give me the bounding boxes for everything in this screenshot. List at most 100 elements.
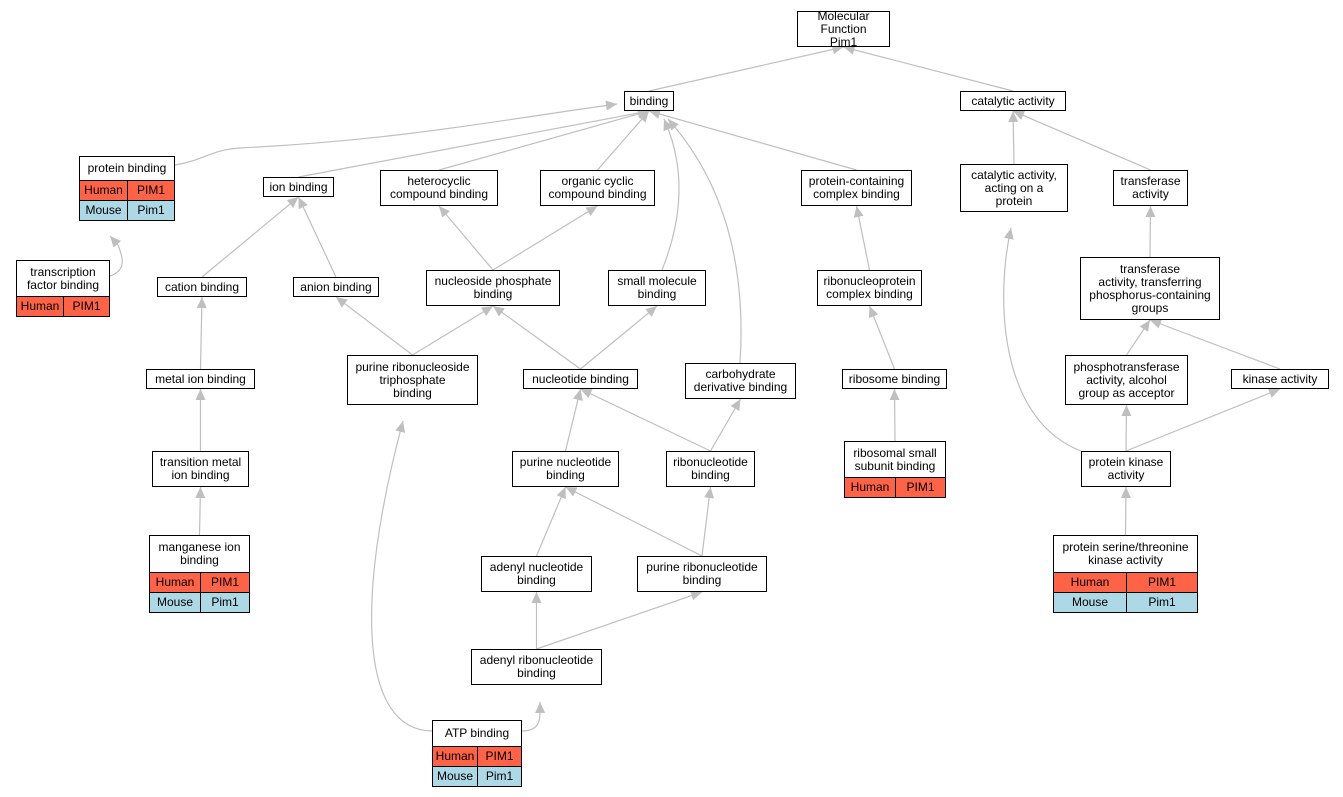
go-term-label: Molecular Function Pim1 (817, 8, 870, 49)
annotation-row-mouse: Mouse Pim1 (80, 200, 174, 220)
edge-ion-binding-to-binding (298, 110, 650, 178)
edge-heterocyclic-to-binding (438, 110, 650, 171)
edge-tf-binding-to-protein-binding (109, 235, 123, 277)
go-term-node-catalytic-protein[interactable]: catalytic activity, acting on a protein (960, 164, 1068, 212)
arrowhead-icon (1003, 228, 1014, 240)
go-term-node-binding[interactable]: binding (624, 91, 674, 111)
gene-cell: PIM1 (895, 478, 945, 497)
go-term-node-catalytic[interactable]: catalytic activity (960, 91, 1066, 111)
go-term-node-carbohydrate-deriv[interactable]: carbohydrate derivative binding (685, 363, 796, 399)
go-term-node-ion-binding[interactable]: ion binding (263, 177, 334, 197)
go-term-node-transferase-phos[interactable]: transferase activity, transferring phosp… (1080, 257, 1220, 320)
go-term-label: cation binding (164, 279, 240, 294)
gene-cell: Pim1 (1126, 593, 1197, 612)
go-term-label: ion binding (269, 179, 328, 194)
go-term-label: binding (629, 93, 669, 108)
go-term-node-kinase[interactable]: kinase activity (1231, 369, 1329, 389)
go-term-node-mf[interactable]: Molecular Function Pim1 (797, 8, 890, 49)
species-cell: Human (84, 183, 123, 197)
go-term-node-protein-kinase[interactable]: protein kinase activity (1081, 451, 1171, 487)
edge-nucleotide-binding-to-nucleoside-phosphate (492, 305, 581, 370)
go-term-label: ATP binding (444, 726, 510, 740)
go-term-node-nucleoside-phosphate[interactable]: nucleoside phosphate binding (426, 270, 560, 306)
go-term-node-adenyl-nucleotide[interactable]: adenyl nucleotide binding (481, 556, 592, 592)
arrowhead-icon (535, 702, 546, 714)
edge-nucleotide-binding-to-small-molecule (580, 305, 658, 370)
edge-organic-cyclic-to-binding (597, 110, 650, 171)
annotation-row-mouse: Mouse Pim1 (150, 592, 249, 612)
go-term-node-nucleotide-binding[interactable]: nucleotide binding (523, 369, 638, 389)
go-term-label: nucleoside phosphate binding (434, 274, 552, 301)
go-term-node-metal-ion[interactable]: metal ion binding (146, 369, 255, 389)
go-term-node-purine-ribonucleotide[interactable]: purine ribonucleotide binding (637, 556, 767, 592)
arrowhead-icon (668, 119, 679, 131)
species-cell: Mouse (1071, 595, 1109, 609)
edge-nucleoside-phosphate-to-heterocyclic (438, 205, 494, 271)
edge-purine-ribonucleotide-to-purine-nucleotide (565, 486, 703, 557)
go-term-node-small-molecule[interactable]: small molecule binding (608, 270, 706, 306)
go-term-label: heterocyclic compound binding (389, 174, 489, 201)
go-term-label: purine ribonucleoside triphosphate bindi… (355, 359, 470, 400)
go-term-node-ribonucleotide[interactable]: ribonucleotide binding (666, 451, 755, 487)
edge-ribosome-binding-to-rnp-complex (868, 305, 896, 370)
go-term-node-transferase[interactable]: transferase activity (1113, 170, 1188, 206)
arrowhead-icon (439, 206, 450, 218)
go-term-node-anion-binding[interactable]: anion binding (293, 277, 379, 297)
arrowhead-icon (565, 487, 578, 497)
go-term-node-heterocyclic[interactable]: heterocyclic compound binding (380, 170, 498, 206)
edge-transferase-to-catalytic (1012, 110, 1151, 171)
go-term-node-ser-thr-kinase[interactable]: protein serine/threonine kinase activity… (1053, 535, 1198, 613)
arrowhead-icon (298, 197, 308, 210)
arrowhead-icon (730, 399, 741, 412)
go-term-node-purine-rns-tp[interactable]: purine ribonucleoside triphosphate bindi… (347, 355, 478, 405)
go-term-node-protein-complex[interactable]: protein-containing complex binding (801, 170, 912, 206)
go-term-label: organic cyclic compound binding (548, 174, 647, 201)
gene-cell: PIM1 (63, 297, 109, 316)
gene-cell: PIM1 (477, 747, 521, 766)
go-term-node-phosphotransferase[interactable]: phosphotransferase activity, alcohol gro… (1065, 355, 1188, 405)
go-term-node-rnp-complex[interactable]: ribonucleoprotein complex binding (817, 270, 922, 306)
arrowhead-icon (704, 487, 715, 499)
arrowhead-icon (531, 592, 542, 603)
edge-anion-binding-to-ion-binding (297, 196, 337, 278)
go-term-node-cation-binding[interactable]: cation binding (157, 277, 247, 297)
arrowhead-icon (1120, 487, 1131, 499)
gene-cell: Pim1 (200, 593, 249, 612)
go-term-node-ribosome-binding[interactable]: ribosome binding (842, 369, 947, 389)
species-cell: Mouse (156, 595, 194, 609)
arrowhead-icon (1008, 111, 1019, 123)
arrowhead-icon (689, 590, 702, 601)
species-cell: Mouse (85, 203, 122, 217)
go-term-label: manganese ion binding (158, 540, 241, 567)
go-term-node-adenyl-ribonucleotide[interactable]: adenyl ribonucleotide binding (471, 649, 602, 685)
go-term-node-purine-nucleotide[interactable]: purine nucleotide binding (512, 451, 619, 487)
gene-cell: PIM1 (1126, 573, 1197, 592)
edge-purine-rns-tp-to-nucleoside-phosphate (412, 305, 494, 356)
go-term-node-organic-cyclic[interactable]: organic cyclic compound binding (540, 170, 655, 206)
go-term-node-transition-metal[interactable]: transition metal ion binding (152, 451, 249, 487)
arrowhead-icon (196, 297, 207, 309)
species-cell: Human (850, 480, 890, 494)
species-cell: Human (435, 749, 475, 763)
go-term-label: purine ribonucleotide binding (646, 560, 758, 587)
arrowhead-icon (493, 306, 505, 317)
arrowhead-icon (889, 389, 900, 401)
arrowhead-icon (605, 100, 617, 111)
go-term-label: nucleotide binding (532, 371, 629, 386)
go-term-label: small molecule binding (617, 274, 697, 301)
go-term-label: catalytic activity, acting on a protein (971, 167, 1057, 208)
arrowhead-icon (195, 389, 206, 400)
go-term-label: ribonucleotide binding (673, 455, 748, 482)
arrowhead-icon (663, 119, 673, 132)
go-term-label: ribosomal small subunit binding (853, 445, 937, 473)
gene-cell: PIM1 (200, 573, 249, 592)
gene-cell: Pim1 (127, 201, 174, 220)
